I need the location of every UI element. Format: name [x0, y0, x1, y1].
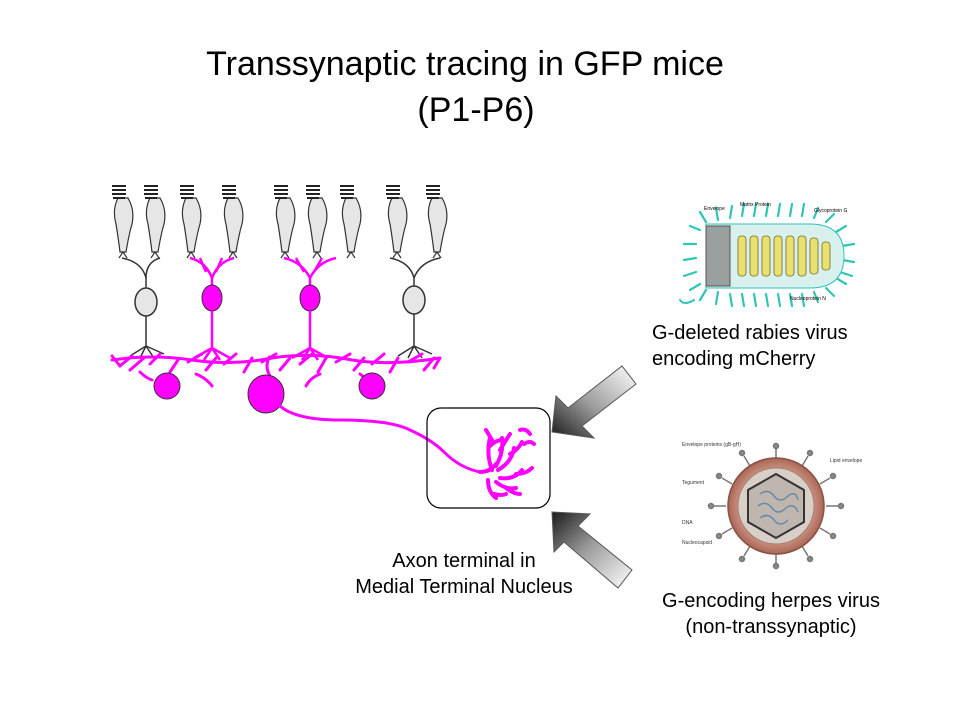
- herpes-part-lipid-envelope: Lipid envelope: [830, 458, 862, 464]
- axon-terminal-box: [426, 407, 551, 509]
- herpes-part-nucleocapsid: Nucleocapsid: [682, 540, 712, 546]
- rabies-virus-illustration: Envelope Matrix Protein Glycoprotein G N…: [679, 202, 856, 308]
- slide-title-line1: Transsynaptic tracing in GFP mice: [206, 45, 724, 83]
- axon-terminal-label: Axon terminal in Medial Terminal Nucleus: [326, 548, 602, 600]
- rabies-part-matrix: Matrix Protein: [740, 202, 771, 208]
- rabies-part-glycoprotein: Glycoprotein G: [814, 208, 847, 214]
- axon-terminal-arbor: [478, 427, 536, 500]
- photoreceptor-group-2: [181, 197, 244, 253]
- axon-label-line2: Medial Terminal Nucleus: [355, 576, 573, 598]
- ganglion-cell-large: [247, 355, 285, 414]
- rabies-label-line2: encoding mCherry: [652, 348, 816, 370]
- bipolar-cell-unlabeled-2: [389, 257, 441, 359]
- rabies-virus-label: G-deleted rabies virus encoding mCherry: [652, 320, 848, 372]
- bipolar-cell-labeled-2: [283, 256, 337, 361]
- rabies-part-nucleoprotein: Nucleoprotein N: [790, 296, 826, 302]
- rabies-label-line1: G-deleted rabies virus: [652, 322, 848, 344]
- herpes-virus-illustration: Envelope proteins (gB-gH) Lipid envelope…: [682, 442, 862, 570]
- bipolar-cell-labeled-1: [189, 256, 235, 361]
- photoreceptor-group-3: [275, 197, 362, 253]
- photoreceptor-layer: [112, 185, 448, 259]
- arrow-rabies-to-terminal: [551, 365, 637, 439]
- arrow-herpes-to-terminal: [551, 511, 633, 589]
- rabies-part-envelope: Envelope: [704, 206, 725, 212]
- bipolar-cell-unlabeled-1: [121, 257, 165, 359]
- ganglion-cell-small-left: [153, 372, 181, 400]
- herpes-part-tegument: Tegument: [682, 480, 705, 486]
- ganglion-cell-small-right: [358, 372, 386, 400]
- ganglion-dendrite-layer: [110, 352, 442, 388]
- photoreceptor-group-4: [387, 197, 448, 253]
- herpes-virus-label: G-encoding herpes virus (non-transsynapt…: [632, 588, 910, 640]
- herpes-label-line2: (non-transsynaptic): [685, 616, 857, 638]
- herpes-label-line1: G-encoding herpes virus: [662, 590, 880, 612]
- axon-label-line1: Axon terminal in: [392, 550, 536, 572]
- photoreceptor-group-1: [113, 197, 166, 253]
- herpes-part-dna: DNA: [682, 520, 693, 526]
- ganglion-axon: [278, 404, 482, 474]
- slide-title-line2: (P1-P6): [417, 91, 535, 129]
- herpes-part-envelope-proteins: Envelope proteins (gB-gH): [682, 442, 741, 448]
